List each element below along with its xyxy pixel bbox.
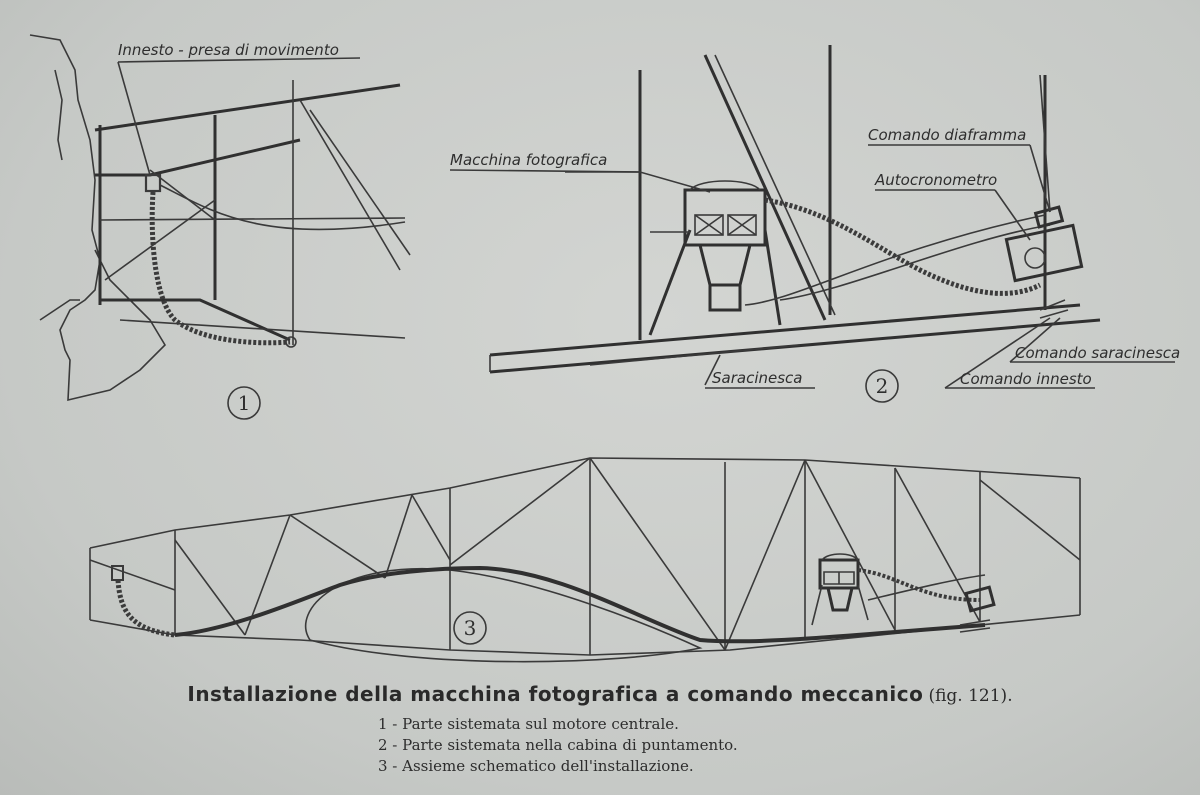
caption-figure-reference: (fig. 121). (928, 686, 1013, 706)
label-innesto: Innesto - presa di movimento (118, 41, 339, 59)
drive-cable-to-camera (764, 197, 1042, 296)
label-comando-diaframma: Comando diaframma (868, 126, 1026, 144)
leader-comando-innesto (944, 317, 1051, 389)
label-autocronometro: Autocronometro (874, 171, 997, 189)
fuselage-verticals (174, 458, 981, 655)
diaphragm-control (1033, 205, 1065, 229)
control-ends (1039, 299, 1069, 319)
fig3-camera-legs (811, 584, 869, 626)
leader-autocronometro (994, 189, 1031, 241)
fig3-camera-lens (826, 587, 854, 612)
figure-2-cabin-detail: Macchina fotografica Comando diaframma A… (449, 45, 1180, 403)
engine-detail-b (39, 299, 80, 321)
figure-3-number-circle (453, 611, 487, 645)
leader-saracinesca (704, 354, 721, 386)
frame-tube-bottom (100, 298, 291, 342)
engine-detail-a (54, 69, 63, 161)
camera-window-left (694, 214, 724, 236)
camera-leg-right (763, 229, 782, 326)
fig3-camera-windows (823, 571, 855, 585)
label-saracinesca: Saracinesca (712, 369, 802, 387)
figure-1-engine-detail: Innesto - presa di movimento 1 (29, 34, 411, 420)
figure-3-assembly-schematic: 3 (89, 457, 1081, 663)
nose-coupling-box (111, 565, 124, 581)
fig3-camera-cable (857, 568, 981, 602)
label-underline-macchina (449, 169, 641, 173)
frame-diagonal-2 (104, 199, 216, 281)
label-comando-saracinesca: Comando saracinesca (1015, 344, 1180, 362)
cabin-diagonal-2 (714, 54, 836, 316)
leader-innesto (117, 61, 151, 176)
frame-tube-mid (95, 138, 301, 177)
figure-1-number-circle (227, 386, 261, 420)
camera-lens (708, 283, 742, 312)
engine-outline (29, 34, 167, 402)
frame-diagonal-4 (309, 109, 411, 256)
nose-flexible-cable (115, 579, 176, 638)
floor-line (119, 319, 406, 339)
label-comando-innesto: Comando innesto (960, 370, 1092, 388)
frame-diagonal-3 (299, 99, 401, 271)
leader-diaframma (1029, 144, 1051, 213)
autochronometer-dial (1024, 247, 1046, 269)
camera-window-x (694, 214, 757, 236)
frame-horizontal (99, 217, 406, 221)
technical-drawing: Innesto - presa di movimento 1 (29, 34, 1180, 663)
caption-legend: 1 - Parte sistemata sul motore centrale.… (378, 714, 738, 777)
figure-3-number: 3 (464, 616, 477, 640)
label-underline-innesto (117, 57, 361, 63)
legend-item-1: 1 - Parte sistemata sul motore centrale. (378, 715, 679, 733)
autochronometer-box (1004, 223, 1084, 283)
flexible-drive-cable (149, 191, 291, 346)
fig3-diaphragm-wire (867, 574, 986, 601)
caption-title: Installazione della macchina fotografica… (187, 682, 924, 706)
figure-caption: Installazione della macchina fotografica… (0, 682, 1200, 706)
camera-window-right (727, 214, 757, 236)
fig3-control-ends (959, 619, 991, 633)
figure-2-number: 2 (876, 374, 889, 398)
control-wire (159, 184, 406, 231)
camera-body (683, 188, 767, 247)
cabin-diagonal (703, 54, 827, 321)
figure-1-number: 1 (238, 391, 251, 415)
camera-leg-left (648, 229, 692, 336)
fig3-camera-top (821, 553, 859, 561)
control-wire-low (779, 224, 1051, 301)
leader-comando-saracinesca (1009, 317, 1061, 363)
camera-lens-cone (698, 244, 752, 287)
fig3-timer-box (964, 585, 996, 613)
diaphragm-rod (1039, 74, 1051, 213)
coupling-box (144, 173, 162, 193)
frame-tube-top (94, 83, 401, 132)
label-macchina-fotografica: Macchina fotografica (450, 151, 607, 169)
shutter-wire (744, 214, 1046, 306)
main-drive-cable (174, 565, 986, 644)
floor-rail-upper (489, 303, 1081, 357)
legend-item-2: 2 - Parte sistemata nella cabina di punt… (378, 736, 738, 754)
fig3-camera-body (818, 558, 860, 590)
shutter-plate (589, 344, 801, 366)
figure-2-number-circle (865, 369, 899, 403)
cable-junction (285, 336, 297, 348)
legend-item-3: 3 - Assieme schematico dell'installazion… (378, 757, 694, 775)
